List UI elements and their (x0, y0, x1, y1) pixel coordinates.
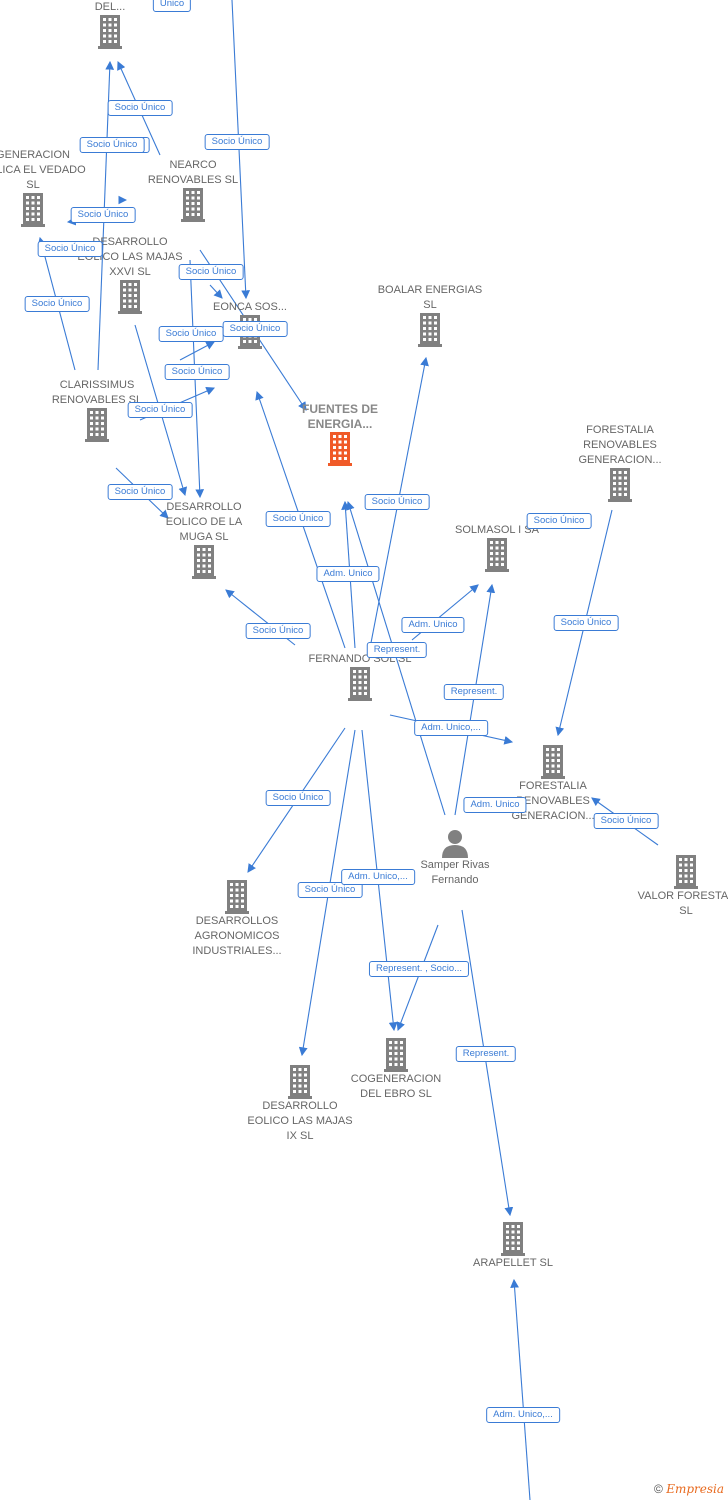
building-icon (181, 188, 205, 222)
edge-label[interactable]: Socio Único (24, 296, 90, 312)
building-icon (118, 280, 142, 314)
edge-label[interactable]: Socio Único (265, 790, 331, 806)
node-agronomicos[interactable]: DESARROLLOS AGRONOMICOS INDUSTRIALES... (182, 880, 292, 959)
node-label: EONCA SOS... (213, 301, 287, 313)
node-label: Samper Rivas Fernando (420, 859, 490, 886)
building-icon (384, 1038, 408, 1072)
edge-label[interactable]: Socio Único (37, 241, 103, 257)
node-fuentes[interactable]: FUENTES DE ENERGIA... (285, 402, 395, 466)
building-icon (85, 408, 109, 442)
node-label: FUENTES DE ENERGIA... (301, 402, 378, 431)
node-forestalia_gen1[interactable]: FORESTALIA RENOVABLES GENERACION... (565, 423, 675, 502)
edge-label[interactable]: Socio Único (265, 511, 331, 527)
node-label: DESARROLLOS AGRONOMICOS INDUSTRIALES... (192, 915, 282, 957)
node-label: BOALAR ENERGIAS SL (377, 284, 483, 311)
node-label: NEARCO RENOVABLES SL (147, 159, 239, 186)
building-icon (288, 1065, 312, 1099)
edge-label[interactable]: Socio Único (79, 137, 145, 153)
building-icon (674, 855, 698, 889)
edge-label[interactable]: Socio Único (127, 402, 193, 418)
node-label: COGENERACION DEL EBRO SL (350, 1073, 442, 1100)
edge-label[interactable]: Socio Único (164, 364, 230, 380)
building-icon (225, 880, 249, 914)
edge-label[interactable]: Socio Único (364, 494, 430, 510)
node-cogeneracion[interactable]: COGENERACION DEL EBRO SL (341, 1038, 451, 1102)
edge-label[interactable]: Socio Único (222, 321, 288, 337)
building-icon (98, 15, 122, 49)
edge-label[interactable]: Socio Único (107, 100, 173, 116)
node-del[interactable]: DEL... (55, 0, 165, 49)
node-muga[interactable]: DESARROLLO EOLICO DE LA MUGA SL (149, 500, 259, 579)
edge-label[interactable]: Adm. Unico (401, 617, 465, 633)
node-gen_eolica[interactable]: GENERACION EOLICA EL VEDADO SL (0, 148, 88, 227)
node-label: VALOR FORESTAL SL (637, 890, 728, 917)
edge-label[interactable]: Socio Único (245, 623, 311, 639)
edge-label[interactable]: Represent. (455, 1046, 517, 1062)
node-label: DESARROLLO EOLICO DE LA MUGA SL (165, 501, 243, 543)
building-icon (348, 667, 372, 701)
node-label: GENERACION EOLICA EL VEDADO SL (0, 149, 86, 191)
edge-label[interactable]: Socio Único (158, 326, 224, 342)
node-majas9[interactable]: DESARROLLO EOLICO LAS MAJAS IX SL (245, 1065, 355, 1144)
node-label: SOLMASOL I SA (455, 524, 539, 536)
node-clarissimus[interactable]: CLARISSIMUS RENOVABLES SL (42, 378, 152, 442)
edge-label[interactable]: Adm. Unico,... (414, 720, 488, 736)
edge-label[interactable]: Socio Único (204, 134, 270, 150)
footer: © Empresia (654, 1482, 724, 1496)
edge-label[interactable]: Socio Único (593, 813, 659, 829)
node-majas26[interactable]: DESARROLLO EOLICO LAS MAJAS XXVI SL (75, 235, 185, 314)
node-label: CLARISSIMUS RENOVABLES SL (51, 379, 143, 406)
edge-label[interactable]: Único (152, 0, 192, 12)
edge-label[interactable]: Represent. (366, 642, 428, 658)
building-icon (501, 1222, 525, 1256)
edge-label[interactable]: Adm. Unico (316, 566, 380, 582)
node-solmasol[interactable]: SOLMASOL I SA (442, 523, 552, 572)
brand-logo[interactable]: Empresia (666, 1482, 724, 1496)
edge-label[interactable]: Socio Único (297, 882, 363, 898)
building-icon (21, 193, 45, 227)
node-fernando[interactable]: FERNANDO SOL SL (305, 652, 415, 701)
edge-label[interactable]: Socio Único (178, 264, 244, 280)
building-icon (328, 432, 352, 466)
node-arapellet[interactable]: ARAPELLET SL (458, 1222, 568, 1271)
node-label: DESARROLLO EOLICO LAS MAJAS XXVI SL (77, 236, 183, 278)
building-icon (192, 545, 216, 579)
node-label: DESARROLLO EOLICO LAS MAJAS IX SL (247, 1100, 353, 1142)
building-icon (485, 538, 509, 572)
edge-label[interactable]: Adm. Unico (463, 797, 527, 813)
node-label: DEL... (94, 1, 126, 13)
edge-label[interactable]: Socio Único (526, 513, 592, 529)
edge-label[interactable]: Socio Único (553, 615, 619, 631)
node-boalar[interactable]: BOALAR ENERGIAS SL (375, 283, 485, 347)
building-icon (418, 313, 442, 347)
edge-label[interactable]: Represent. (443, 684, 505, 700)
edge-label[interactable]: Adm. Unico,... (486, 1407, 560, 1423)
node-label: FORESTALIA RENOVABLES GENERACION... (578, 424, 662, 466)
node-label: FORESTALIA RENOVABLES GENERACION... (511, 780, 595, 822)
node-label: ARAPELLET SL (473, 1257, 553, 1269)
node-valor[interactable]: VALOR FORESTAL SL (631, 855, 728, 919)
node-forestalia_gen2[interactable]: FORESTALIA RENOVABLES GENERACION... (498, 745, 608, 824)
node-samper[interactable]: Samper Rivas Fernando (400, 828, 510, 888)
copyright-symbol: © (654, 1482, 663, 1496)
person-icon (442, 830, 468, 858)
edge-label[interactable]: Represent. , Socio... (368, 961, 470, 977)
node-nearco[interactable]: NEARCO RENOVABLES SL (138, 158, 248, 222)
edge-label[interactable]: Socio Único (70, 207, 136, 223)
building-icon (541, 745, 565, 779)
building-icon (608, 468, 632, 502)
edge-label[interactable]: Socio Único (107, 484, 173, 500)
edge-label[interactable]: Adm. Unico,... (341, 869, 415, 885)
